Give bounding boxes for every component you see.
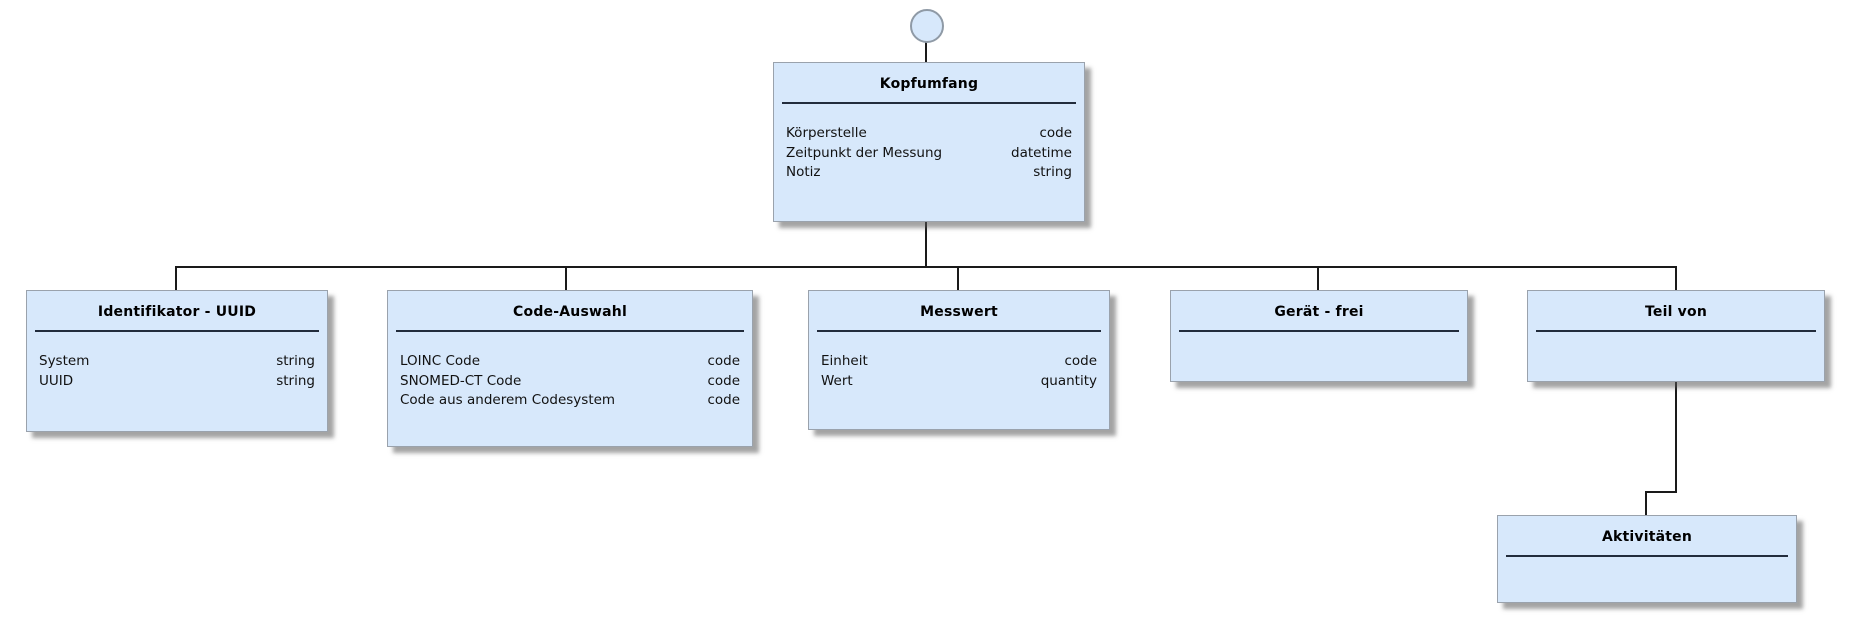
attribute-row: Wert quantity <box>821 372 1097 392</box>
attribute-row: Notiz string <box>786 163 1072 183</box>
entity-title: Kopfumfang <box>879 76 979 92</box>
attribute-row: Körperstelle code <box>786 124 1072 144</box>
entity-title: Messwert <box>920 304 998 320</box>
title-separator <box>1506 555 1788 557</box>
attribute-list: System string UUID string <box>27 332 327 391</box>
attribute-row: System string <box>39 352 315 372</box>
attribute-type: code <box>1064 353 1097 369</box>
attribute-list <box>1528 332 1824 352</box>
entity-title: Aktivitäten <box>1601 529 1693 545</box>
attribute-name: Körperstelle <box>786 125 867 141</box>
attribute-type: datetime <box>1011 144 1072 161</box>
attribute-type: code <box>1039 125 1072 141</box>
attribute-type: code <box>707 392 740 408</box>
attribute-name: Notiz <box>786 164 821 180</box>
attribute-row: Zeitpunkt der Messung datetime <box>786 144 1072 164</box>
title-separator <box>1536 330 1816 332</box>
interface-circle-icon <box>910 9 944 43</box>
attribute-type: quantity <box>1040 372 1097 389</box>
attribute-list: LOINC Code code SNOMED-CT Code code Code… <box>388 332 752 411</box>
attribute-type: code <box>707 353 740 369</box>
attribute-row: SNOMED-CT Code code <box>400 372 740 392</box>
entity-title: Code-Auswahl <box>513 304 627 320</box>
attribute-row: LOINC Code code <box>400 352 740 372</box>
attribute-type: code <box>707 372 740 389</box>
edge-teil-von-aktivitaeten <box>1645 382 1677 516</box>
title-separator <box>817 330 1101 332</box>
title-separator <box>782 102 1076 104</box>
attribute-list: Körperstelle code Zeitpunkt der Messung … <box>774 104 1084 183</box>
attribute-type: string <box>276 372 315 389</box>
attribute-name: Wert <box>821 372 853 389</box>
attribute-name: System <box>39 353 90 369</box>
attribute-name: Zeitpunkt der Messung <box>786 144 943 161</box>
attribute-name: SNOMED-CT Code <box>400 372 522 389</box>
attribute-type: string <box>276 353 315 369</box>
attribute-row: UUID string <box>39 372 315 392</box>
attribute-type: string <box>1033 164 1072 180</box>
attribute-name: UUID <box>39 372 74 389</box>
entity-title: Gerät - frei <box>1274 304 1364 320</box>
attribute-row: Einheit code <box>821 352 1097 372</box>
entity-title: Teil von <box>1645 304 1707 320</box>
title-separator <box>396 330 744 332</box>
entity-teil-von: Teil von <box>1527 290 1825 382</box>
entity-messwert: Messwert Einheit code Wert quantity <box>808 290 1110 430</box>
attribute-list <box>1498 557 1796 577</box>
entity-title: Identifikator - UUID <box>97 304 257 320</box>
entity-aktivitaeten: Aktivitäten <box>1497 515 1797 603</box>
attribute-list: Einheit code Wert quantity <box>809 332 1109 391</box>
entity-kopfumfang: Kopfumfang Körperstelle code Zeitpunkt d… <box>773 62 1085 222</box>
entity-identifikator-uuid: Identifikator - UUID System string UUID … <box>26 290 328 432</box>
attribute-name: Code aus anderem Codesystem <box>400 392 616 408</box>
attribute-list <box>1171 332 1467 352</box>
entity-code-auswahl: Code-Auswahl LOINC Code code SNOMED-CT C… <box>387 290 753 447</box>
title-separator <box>35 330 319 332</box>
attribute-name: LOINC Code <box>400 353 481 369</box>
title-separator <box>1179 330 1459 332</box>
attribute-row: Code aus anderem Codesystem code <box>400 391 740 411</box>
attribute-name: Einheit <box>821 353 868 369</box>
entity-geraet-frei: Gerät - frei <box>1170 290 1468 382</box>
